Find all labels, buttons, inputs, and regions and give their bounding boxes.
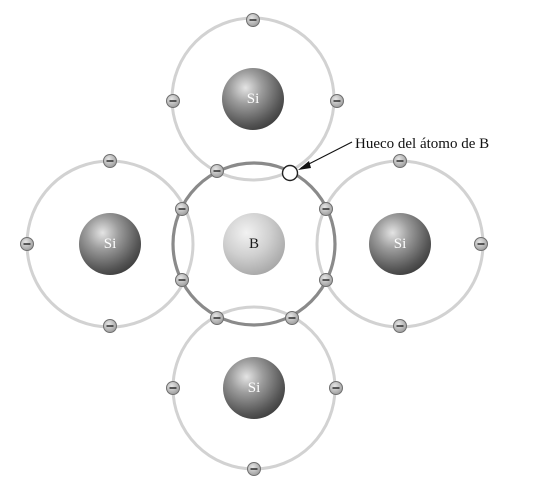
electron bbox=[329, 381, 343, 395]
electron bbox=[20, 237, 34, 251]
silicon-nucleus bbox=[369, 213, 431, 275]
electron bbox=[247, 462, 261, 476]
electron bbox=[103, 154, 117, 168]
electron bbox=[166, 94, 180, 108]
electron bbox=[166, 381, 180, 395]
valence-electrons bbox=[20, 13, 488, 476]
electron bbox=[210, 311, 224, 325]
silicon-nucleus bbox=[222, 68, 284, 130]
boron-nucleus bbox=[223, 213, 285, 275]
electron bbox=[210, 164, 224, 178]
electron bbox=[474, 237, 488, 251]
silicon-label: Si bbox=[248, 380, 261, 396]
boron-label: B bbox=[249, 236, 259, 252]
electron bbox=[285, 311, 299, 325]
boron-atom-center: B bbox=[223, 213, 285, 275]
silicon-atom-top: Si bbox=[222, 68, 284, 130]
boron-orbit bbox=[171, 161, 337, 327]
electron bbox=[175, 273, 189, 287]
silicon-label: Si bbox=[104, 236, 117, 252]
silicon-atom-left: Si bbox=[79, 213, 141, 275]
electron bbox=[319, 273, 333, 287]
hole-annotation-label: Hueco del átomo de B bbox=[355, 136, 489, 152]
nuclei: Si Si B Si Si bbox=[79, 68, 431, 419]
electron bbox=[330, 94, 344, 108]
electron bbox=[175, 202, 189, 216]
electron bbox=[103, 319, 117, 333]
electron bbox=[319, 202, 333, 216]
electron bbox=[246, 13, 260, 27]
silicon-atom-right: Si bbox=[369, 213, 431, 275]
hole-annotation: Hueco del átomo de B bbox=[298, 136, 489, 170]
silicon-nucleus bbox=[79, 213, 141, 275]
silicon-label: Si bbox=[394, 236, 407, 252]
annotation-arrowhead bbox=[298, 161, 311, 170]
hole-marker bbox=[281, 164, 299, 182]
electron bbox=[393, 154, 407, 168]
silicon-atom-bottom: Si bbox=[223, 357, 285, 419]
electron bbox=[393, 319, 407, 333]
silicon-nucleus bbox=[223, 357, 285, 419]
silicon-label: Si bbox=[247, 91, 260, 107]
